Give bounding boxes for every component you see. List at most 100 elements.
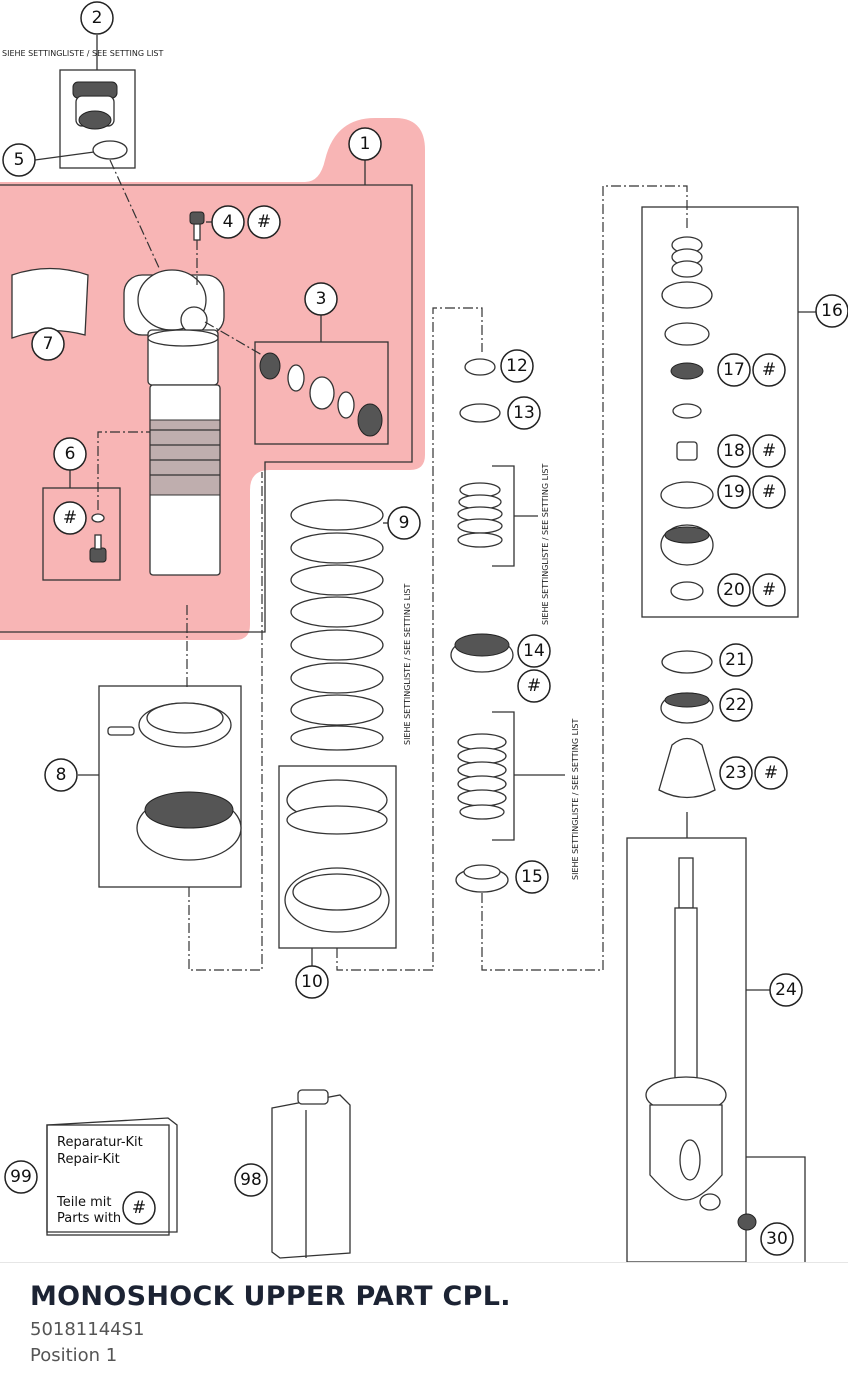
piston-nut-part	[455, 864, 509, 893]
callout-30: 30	[760, 1222, 794, 1256]
seal-head-part	[660, 692, 714, 724]
svg-text:15: 15	[521, 867, 543, 887]
callout-17: 17	[717, 353, 751, 387]
svg-text:#: #	[764, 763, 778, 783]
svg-text:30: 30	[766, 1229, 788, 1249]
part-number: 50181144S1	[30, 1319, 145, 1340]
setting-list-label-top: SIEHE SETTINGLISTE / SEE SETTING LIST	[2, 49, 164, 58]
callout-99: 99	[4, 1160, 38, 1194]
svg-text:#: #	[762, 360, 776, 380]
setting-list-label-spring: SIEHE SETTINGLISTE / SEE SETTING LIST	[403, 583, 412, 745]
callout-20: 20	[717, 573, 751, 607]
svg-text:13: 13	[513, 403, 535, 423]
svg-text:98: 98	[240, 1170, 262, 1190]
valve-assembly-parts	[660, 236, 714, 601]
repair-kit-line3: Teile mit	[56, 1195, 111, 1210]
svg-text:1: 1	[360, 134, 371, 154]
callout-1: 1	[348, 127, 382, 161]
spring-seat-part	[284, 779, 390, 933]
svg-text:21: 21	[725, 650, 747, 670]
svg-text:23: 23	[725, 763, 747, 783]
svg-text:8: 8	[56, 765, 67, 785]
screw-part	[189, 211, 205, 241]
hash-18: #	[752, 434, 786, 468]
part-title: MONOSHOCK UPPER PART CPL.	[30, 1281, 511, 1312]
callout-16: 16	[815, 294, 848, 328]
svg-text:#: #	[762, 482, 776, 502]
callout-9: 9	[387, 506, 421, 540]
nut-part	[464, 358, 496, 376]
callout-15: 15	[515, 860, 549, 894]
hash-17: #	[752, 353, 786, 387]
setting-list-label-shims-top: SIEHE SETTINGLISTE / SEE SETTING LIST	[541, 463, 550, 625]
svg-text:16: 16	[821, 301, 843, 321]
hash-6: #	[53, 501, 87, 535]
protective-cover-part	[11, 267, 89, 339]
hash-19: #	[752, 475, 786, 509]
piston-part	[450, 633, 514, 673]
callout-8: 8	[44, 758, 78, 792]
callout-6: 6	[53, 437, 87, 471]
svg-text:#: #	[762, 441, 776, 461]
svg-text:99: 99	[10, 1167, 32, 1187]
bushing-part	[699, 1193, 757, 1231]
svg-text:19: 19	[723, 482, 745, 502]
o-ring-part	[92, 140, 128, 160]
damper-valve-part	[72, 81, 118, 130]
svg-text:20: 20	[723, 580, 745, 600]
shim-stack-lower-part	[457, 733, 507, 820]
hash-20: #	[752, 573, 786, 607]
bearing-set-part	[259, 352, 383, 437]
repair-kit-box: Reparatur-Kit Repair-Kit Teile mit Parts…	[46, 1117, 178, 1236]
callout-19: 19	[717, 475, 751, 509]
callout-4: 4	[211, 205, 245, 239]
repair-kit-line1: Reparatur-Kit	[57, 1135, 143, 1150]
callout-14: 14	[517, 634, 551, 668]
callout-12: 12	[500, 349, 534, 383]
svg-text:#: #	[762, 580, 776, 600]
svg-text:17: 17	[723, 360, 745, 380]
shim-stack-part	[457, 482, 503, 548]
callout-24: 24	[769, 973, 803, 1007]
adjuster-ring-part	[107, 702, 242, 861]
callout-10: 10	[295, 965, 329, 999]
callout-3: 3	[304, 282, 338, 316]
shock-body-part	[123, 269, 225, 576]
svg-text:7: 7	[43, 334, 54, 354]
hash-99: #	[122, 1191, 156, 1225]
circlip-part	[661, 650, 713, 674]
svg-text:12: 12	[506, 356, 528, 376]
setting-list-label-shims-bottom: SIEHE SETTINGLISTE / SEE SETTING LIST	[571, 718, 580, 880]
svg-text:#: #	[132, 1198, 146, 1218]
svg-text:9: 9	[399, 513, 410, 533]
svg-text:14: 14	[523, 641, 545, 661]
svg-text:4: 4	[223, 212, 234, 232]
hash-4: #	[247, 205, 281, 239]
svg-text:#: #	[257, 212, 271, 232]
callout-13: 13	[507, 396, 541, 430]
piston-rod-part	[645, 857, 727, 1201]
svg-text:18: 18	[723, 441, 745, 461]
callout-2: 2	[80, 1, 114, 35]
svg-text:2: 2	[92, 8, 103, 28]
svg-text:10: 10	[301, 972, 323, 992]
svg-text:#: #	[63, 508, 77, 528]
callout-7: 7	[31, 327, 65, 361]
washer-part	[459, 403, 501, 423]
svg-text:24: 24	[775, 980, 797, 1000]
exploded-parts-diagram: .ln { fill: none; stroke: #333; stroke-w…	[0, 1, 848, 1262]
part-caption: MONOSHOCK UPPER PART CPL. 50181144S1 Pos…	[0, 1262, 848, 1391]
callout-98: 98	[234, 1163, 268, 1197]
callout-5: 5	[2, 143, 36, 177]
part-position: Position 1	[30, 1345, 118, 1366]
oil-can-part	[271, 1089, 351, 1259]
bump-stop-part	[658, 737, 716, 799]
callout-22: 22	[719, 688, 753, 722]
repair-kit-line2: Repair-Kit	[57, 1152, 120, 1167]
repair-kit-line4: Parts with	[57, 1211, 121, 1226]
callout-23: 23	[719, 756, 753, 790]
svg-text:6: 6	[65, 444, 76, 464]
callout-21: 21	[719, 643, 753, 677]
hash-23: #	[754, 756, 788, 790]
svg-text:22: 22	[725, 695, 747, 715]
